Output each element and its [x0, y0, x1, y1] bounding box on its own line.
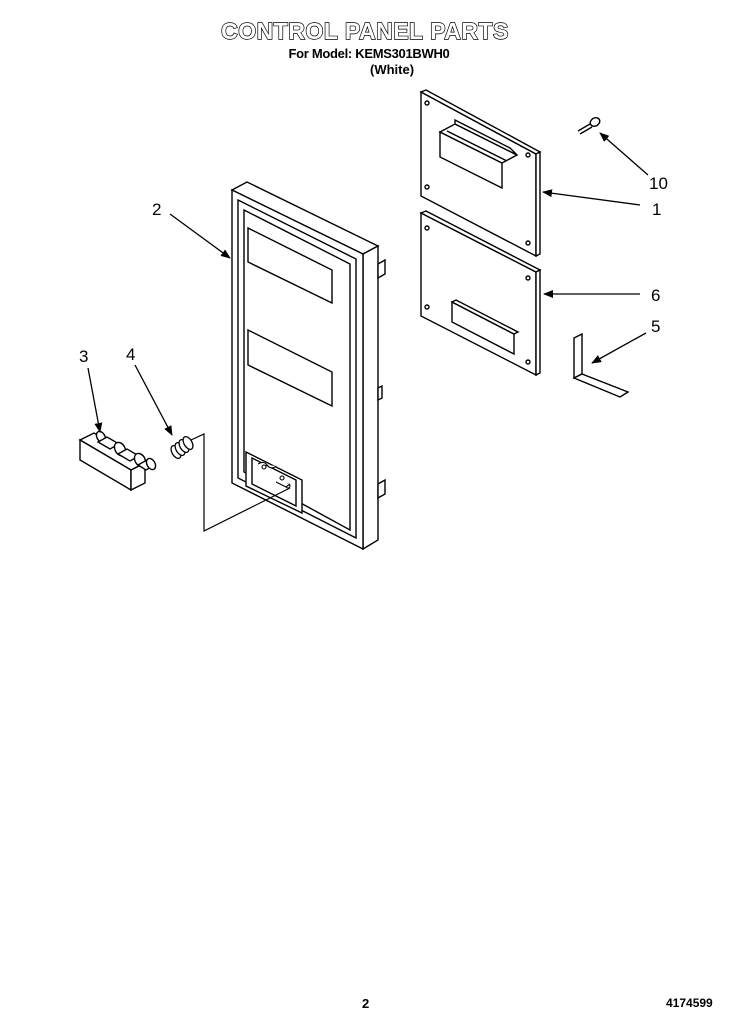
- leader-arrows: [87, 132, 649, 436]
- leader-4: [134, 364, 173, 436]
- page-title: CONTROL PANEL PARTS: [220, 17, 509, 44]
- leader-3: [87, 367, 103, 433]
- callout-5: 5: [651, 317, 661, 336]
- document-code: 4174599: [666, 996, 713, 1010]
- page-number: 2: [362, 996, 370, 1011]
- leader-5: [591, 332, 647, 364]
- strip-part-5: [572, 332, 630, 398]
- callout-6: 6: [651, 286, 661, 305]
- callout-4: 4: [126, 345, 136, 364]
- model-line: For Model: KEMS301BWH0: [288, 46, 450, 61]
- screw-part-10: [577, 117, 601, 135]
- board-part-6: [419, 210, 542, 377]
- callout-2: 2: [152, 200, 162, 219]
- control-panel-frame-part-2: [230, 181, 386, 551]
- spring-part-4: [170, 435, 194, 460]
- button-housing-part-3: [78, 430, 157, 492]
- keypad-contacts: [257, 461, 291, 489]
- leader-2: [169, 213, 231, 259]
- callout-1: 1: [652, 200, 662, 219]
- assembly-line: [190, 433, 291, 532]
- callout-10: 10: [649, 174, 668, 193]
- leader-1: [542, 189, 641, 206]
- callout-3: 3: [79, 347, 89, 366]
- circuit-board-part-1: [419, 89, 542, 258]
- color-line: (White): [370, 62, 415, 77]
- leader-10: [599, 132, 649, 176]
